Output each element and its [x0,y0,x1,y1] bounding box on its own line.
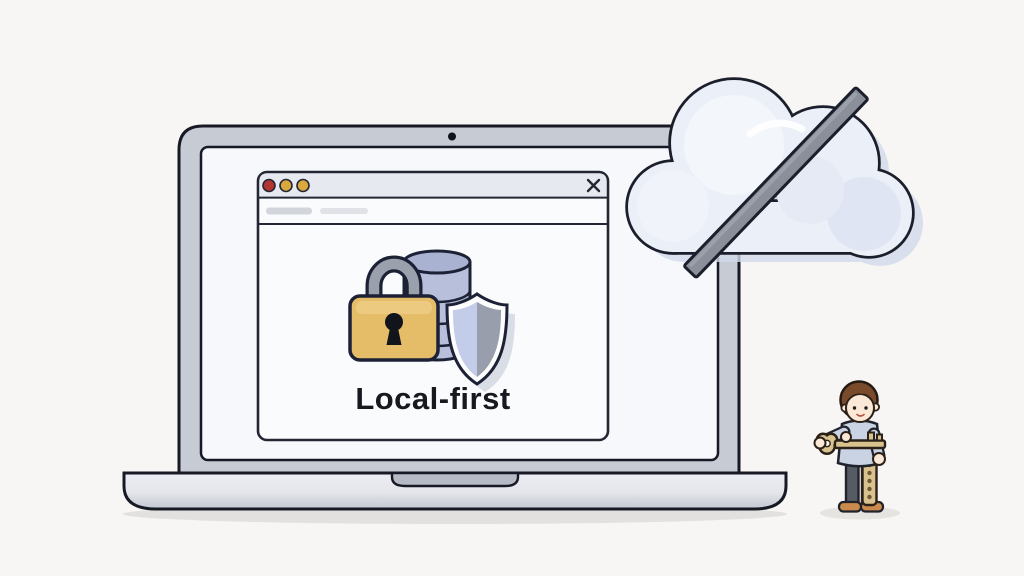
traffic-light-amber-2 [296,178,310,193]
browser-window: Local-first [256,170,610,442]
person-face [845,393,875,423]
person-with-key [813,380,887,513]
base-notch [390,471,520,488]
padlock-icon [348,255,440,362]
base-body [122,471,788,511]
padlock-shackle [368,258,420,302]
laptop-base [122,471,788,511]
traffic-light-red [262,178,276,193]
cloud-shade [827,177,901,251]
person-left-hand [813,436,827,450]
person-right-eye [864,406,868,410]
toolbar-placeholder-1 [266,207,312,215]
person-left-shoe [837,500,863,513]
shield-right-half [477,302,501,377]
person-fringe [848,389,874,399]
toolbar-placeholder-2 [320,208,368,214]
cloud-highlight-1 [684,95,784,195]
person-left-leg [844,459,860,507]
person-right-hand [872,452,886,466]
keyhole-slot [386,328,402,345]
webcam-dot [448,132,456,141]
person-grip-hand [840,431,852,443]
key-tooth-2 [876,433,883,442]
keyhole [385,313,403,331]
shield-icon [445,292,515,392]
traffic-light-amber-1 [279,178,293,193]
cloud-highlight-2 [637,170,709,242]
padlock-highlight [356,301,432,314]
close-icon [586,178,601,193]
caption-local-first: Local-first [355,381,510,416]
crossed-out-cloud [625,77,923,279]
key-tooth-1 [867,431,875,442]
person-smile [856,413,865,417]
browser-titlebar [259,173,607,197]
cloud-gloss [746,119,806,138]
person-left-eye [852,406,857,410]
cloud-slash [683,86,869,279]
